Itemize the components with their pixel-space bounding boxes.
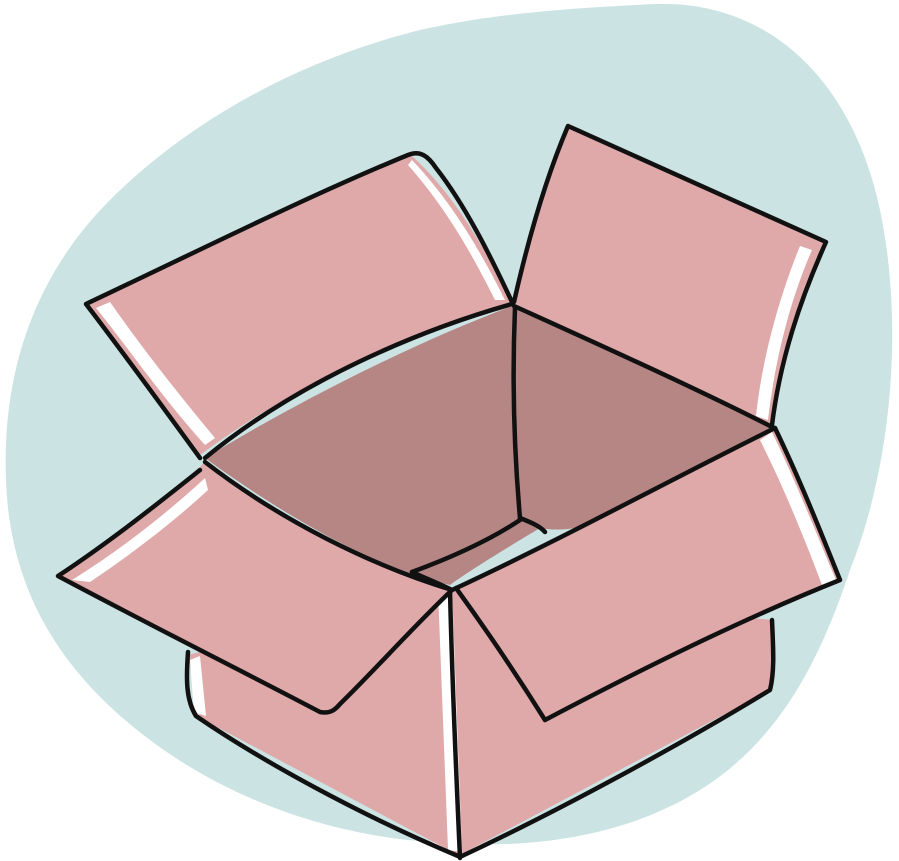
box-interior: [205, 305, 775, 585]
back-left-flap: [83, 150, 515, 461]
front-left-flap: [55, 459, 455, 715]
interior-back-corner: [511, 305, 523, 521]
front-right-flap-face: [456, 428, 840, 720]
box-front-left-outline: [184, 649, 461, 859]
front-left-flap-hinge: [202, 459, 455, 593]
back-left-flap-highlight: [96, 302, 215, 445]
box-front-right-outline: [459, 617, 776, 859]
box-front-rim: [409, 569, 455, 593]
box-front-corner-line: [447, 587, 463, 861]
front-right-flap-hinge: [449, 425, 778, 593]
front-right-flap-highlight: [760, 432, 836, 585]
back-left-flap-outline: [83, 150, 515, 461]
back-right-flap-hinge: [511, 303, 777, 431]
interior-floor-edge: [409, 517, 523, 575]
interior-shadow: [205, 305, 775, 585]
left-side-highlight: [190, 656, 206, 716]
interior-bottom-fold: [517, 515, 548, 535]
back-right-flap-highlight: [756, 246, 812, 420]
front-right-flap-outline: [453, 425, 843, 723]
back-left-flap-face: [86, 156, 512, 455]
back-right-flap: [511, 123, 829, 431]
back-right-flap-outline: [511, 123, 829, 428]
front-left-flap-highlight: [72, 478, 208, 582]
front-left-flap-outline: [55, 467, 455, 715]
back-left-flap-tip-highlight: [408, 160, 505, 300]
back-left-flap-hinge: [202, 301, 515, 461]
front-right-flap: [449, 425, 843, 723]
back-right-flap-face: [515, 126, 826, 425]
